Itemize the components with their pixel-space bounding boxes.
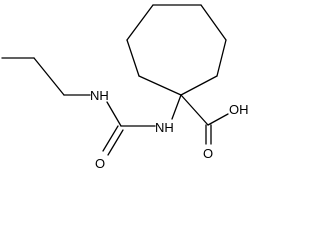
ring-bond [180,75,218,96]
carboxyl-oxygen-label: O [203,146,213,161]
nh-label-propyl: NH [90,88,109,103]
cycloheptane-ring [126,4,227,96]
ring-bond [216,39,227,77]
carbonyl-double-bond [102,125,119,152]
carboxylic-oh-label: OH [229,102,249,117]
carbonyl-double-bond [107,129,124,156]
carbonyl-oxygen-label: O [95,156,105,171]
carboxyl-oh-bond [207,113,229,126]
nh-label-ring: NH [155,120,174,135]
propyl-bond [33,57,65,96]
carboxylic-acid-group [180,94,229,145]
nh-ring-bond [171,94,182,120]
urea-linkage [102,94,182,156]
ring-carboxyl-bond [180,94,209,126]
ring-bond [138,75,182,96]
ring-bond [126,39,140,77]
structural-formula: NH NH O OH O [1,4,249,171]
nh-carbonyl-bond [106,101,122,127]
ring-bond [126,4,154,41]
propyl-chain [1,57,91,96]
ring-bond [200,4,227,41]
